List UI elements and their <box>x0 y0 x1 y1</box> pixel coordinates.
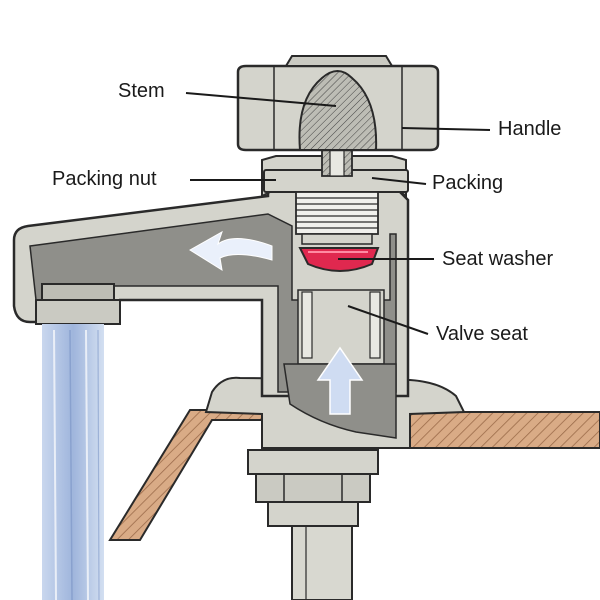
label-packing-nut: Packing nut <box>52 168 157 190</box>
label-stem: Stem <box>118 80 165 102</box>
leader-stem <box>185 92 337 107</box>
flow-arrow-up <box>316 346 364 415</box>
water-stream <box>42 324 104 600</box>
threaded-spindle <box>295 191 379 245</box>
handle <box>236 55 440 152</box>
label-seat-washer: Seat washer <box>442 248 554 270</box>
label-valve-seat: Valve seat <box>436 323 528 345</box>
flow-arrow-left <box>189 230 273 272</box>
leader-lines <box>185 92 491 335</box>
leader-handle <box>401 127 491 131</box>
label-handle: Handle <box>498 118 562 140</box>
supply-pipe <box>247 449 379 600</box>
countertop <box>108 409 600 541</box>
label-packing: Packing <box>432 172 504 194</box>
spout-tip <box>35 283 121 325</box>
leader-packing <box>371 177 427 185</box>
leader-valve-seat <box>347 305 429 335</box>
